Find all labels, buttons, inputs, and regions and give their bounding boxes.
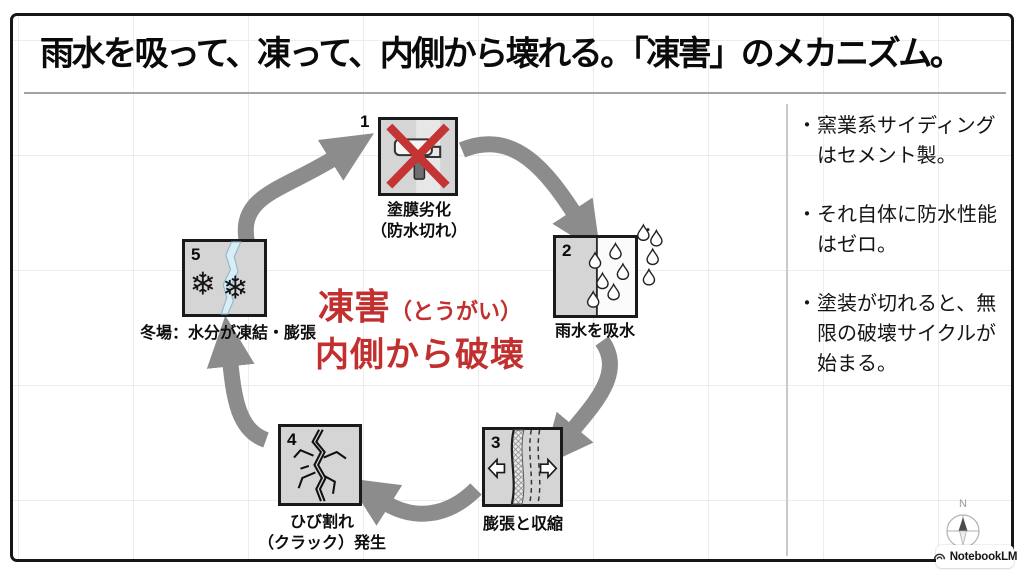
step3-label: 膨張と収縮 bbox=[482, 516, 564, 533]
raindrops-icon bbox=[586, 224, 663, 315]
expansion-icon bbox=[487, 429, 558, 505]
svg-text:❄: ❄ bbox=[190, 267, 216, 303]
sidebar-divider bbox=[786, 104, 788, 556]
page-title: 雨水を吸って、凍って、内側から壊れる。「凍害」のメカニズム。 bbox=[40, 35, 964, 73]
keyword-term: 凍害 bbox=[317, 286, 390, 327]
step2-label: 雨水を吸水 bbox=[554, 323, 636, 340]
step1-number: 1 bbox=[360, 112, 370, 131]
step2-box: 2 bbox=[553, 224, 663, 318]
title-divider bbox=[24, 92, 1006, 94]
step4-number: 4 bbox=[287, 430, 297, 449]
list-item: ・ 窯業系サイディングはセメント製。 bbox=[797, 111, 1009, 171]
compass-north-label: N bbox=[959, 498, 967, 510]
paint-roller-icon bbox=[386, 120, 450, 193]
snowflake-icon: ❄ ❄ bbox=[190, 241, 249, 315]
step4-box: 4 bbox=[278, 424, 362, 506]
crack-icon bbox=[293, 429, 347, 502]
step5-number: 5 bbox=[191, 245, 201, 264]
keyword-line2: 内側から破壊 bbox=[315, 336, 525, 374]
sidebar-notes: ・ 窯業系サイディングはセメント製。 ・ それ自体に防水性能はゼロ。 ・ 塗装が… bbox=[797, 111, 1009, 408]
bullet-marker: ・ bbox=[797, 204, 817, 226]
bullet-marker: ・ bbox=[797, 115, 817, 137]
notebooklm-watermark: NotebookLM bbox=[933, 545, 1018, 568]
list-item: ・ それ自体に防水性能はゼロ。 bbox=[797, 200, 1009, 260]
keyword-reading: （とうがい） bbox=[390, 299, 523, 324]
center-keyword: 凍害（とうがい） 内側から破壊 bbox=[315, 287, 525, 378]
step5-box: ❄ ❄ 5 bbox=[182, 239, 267, 317]
step2-number: 2 bbox=[562, 241, 572, 260]
bullet-marker: ・ bbox=[797, 293, 817, 315]
notebooklm-logo-icon bbox=[933, 553, 945, 560]
slide-frame bbox=[10, 13, 1014, 562]
svg-text:❄: ❄ bbox=[222, 270, 248, 306]
compass-icon: N bbox=[946, 498, 980, 548]
step1-label: 塗膜劣化 （防水切れ） bbox=[370, 202, 468, 240]
step5-label: 冬場：水分が凍結・膨張 bbox=[139, 325, 317, 342]
step4-label: ひび割れ （クラック）発生 bbox=[257, 514, 387, 552]
step1-box bbox=[378, 117, 458, 196]
step3-number: 3 bbox=[491, 433, 501, 452]
step3-box: 3 bbox=[482, 427, 563, 507]
watermark-label: NotebookLM bbox=[949, 550, 1018, 563]
list-item: ・ 塗装が切れると、無限の破壊サイクルが始まる。 bbox=[797, 289, 1009, 379]
